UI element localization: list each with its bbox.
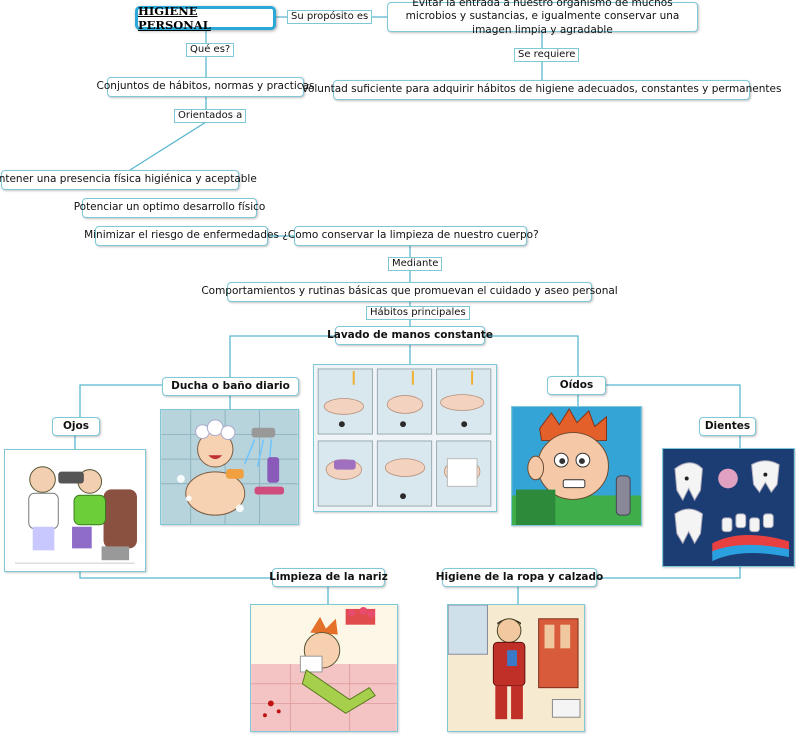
link-label-orientados-a: Orientados a — [174, 109, 246, 123]
node-ropa[interactable]: Higiene de la ropa y calzado — [442, 568, 597, 587]
teeth-image — [662, 448, 795, 567]
node-proposito[interactable]: Evitar la entrada a nuestro organismo de… — [387, 2, 698, 32]
node-objetivo-1[interactable]: Mantener una presencia física higiénica … — [1, 170, 239, 190]
nose-cleaning-image — [250, 604, 398, 732]
map-title[interactable]: HIGIENE PERSONAL — [135, 6, 276, 30]
node-ojos[interactable]: Ojos — [52, 417, 100, 436]
handwashing-steps-image — [313, 364, 497, 512]
node-pregunta[interactable]: ¿Como conservar la limpieza de nuestro c… — [294, 226, 527, 246]
node-oidos[interactable]: Oídos — [547, 376, 606, 395]
node-requisito[interactable]: Voluntad suficiente para adquirir hábito… — [333, 80, 750, 100]
shower-image — [160, 409, 299, 525]
clothing-hygiene-image — [447, 604, 585, 732]
link-label-habitos-principales: Hábitos principales — [366, 306, 470, 320]
link-label-mediante: Mediante — [388, 257, 442, 271]
ear-cleaning-image — [511, 406, 642, 526]
node-dientes[interactable]: Dientes — [699, 417, 756, 436]
node-objetivo-3[interactable]: Minimizar el riesgo de enfermedades — [95, 226, 268, 246]
node-objetivo-2[interactable]: Potenciar un optimo desarrollo físico — [82, 198, 257, 218]
link-label-su-proposito: Su propósito es — [287, 10, 372, 24]
link-label-que-es: Qué es? — [186, 43, 234, 57]
node-definicion[interactable]: Conjuntos de hábitos, normas y practicas — [107, 77, 304, 97]
node-lavado-manos[interactable]: Lavado de manos constante — [335, 326, 485, 345]
link-label-se-requiere: Se requiere — [514, 48, 579, 62]
node-comportamientos[interactable]: Comportamientos y rutinas básicas que pr… — [227, 282, 592, 302]
eye-exam-image — [4, 449, 146, 572]
node-nariz[interactable]: Limpieza de la nariz — [272, 568, 385, 587]
node-ducha[interactable]: Ducha o baño diario — [162, 377, 299, 396]
